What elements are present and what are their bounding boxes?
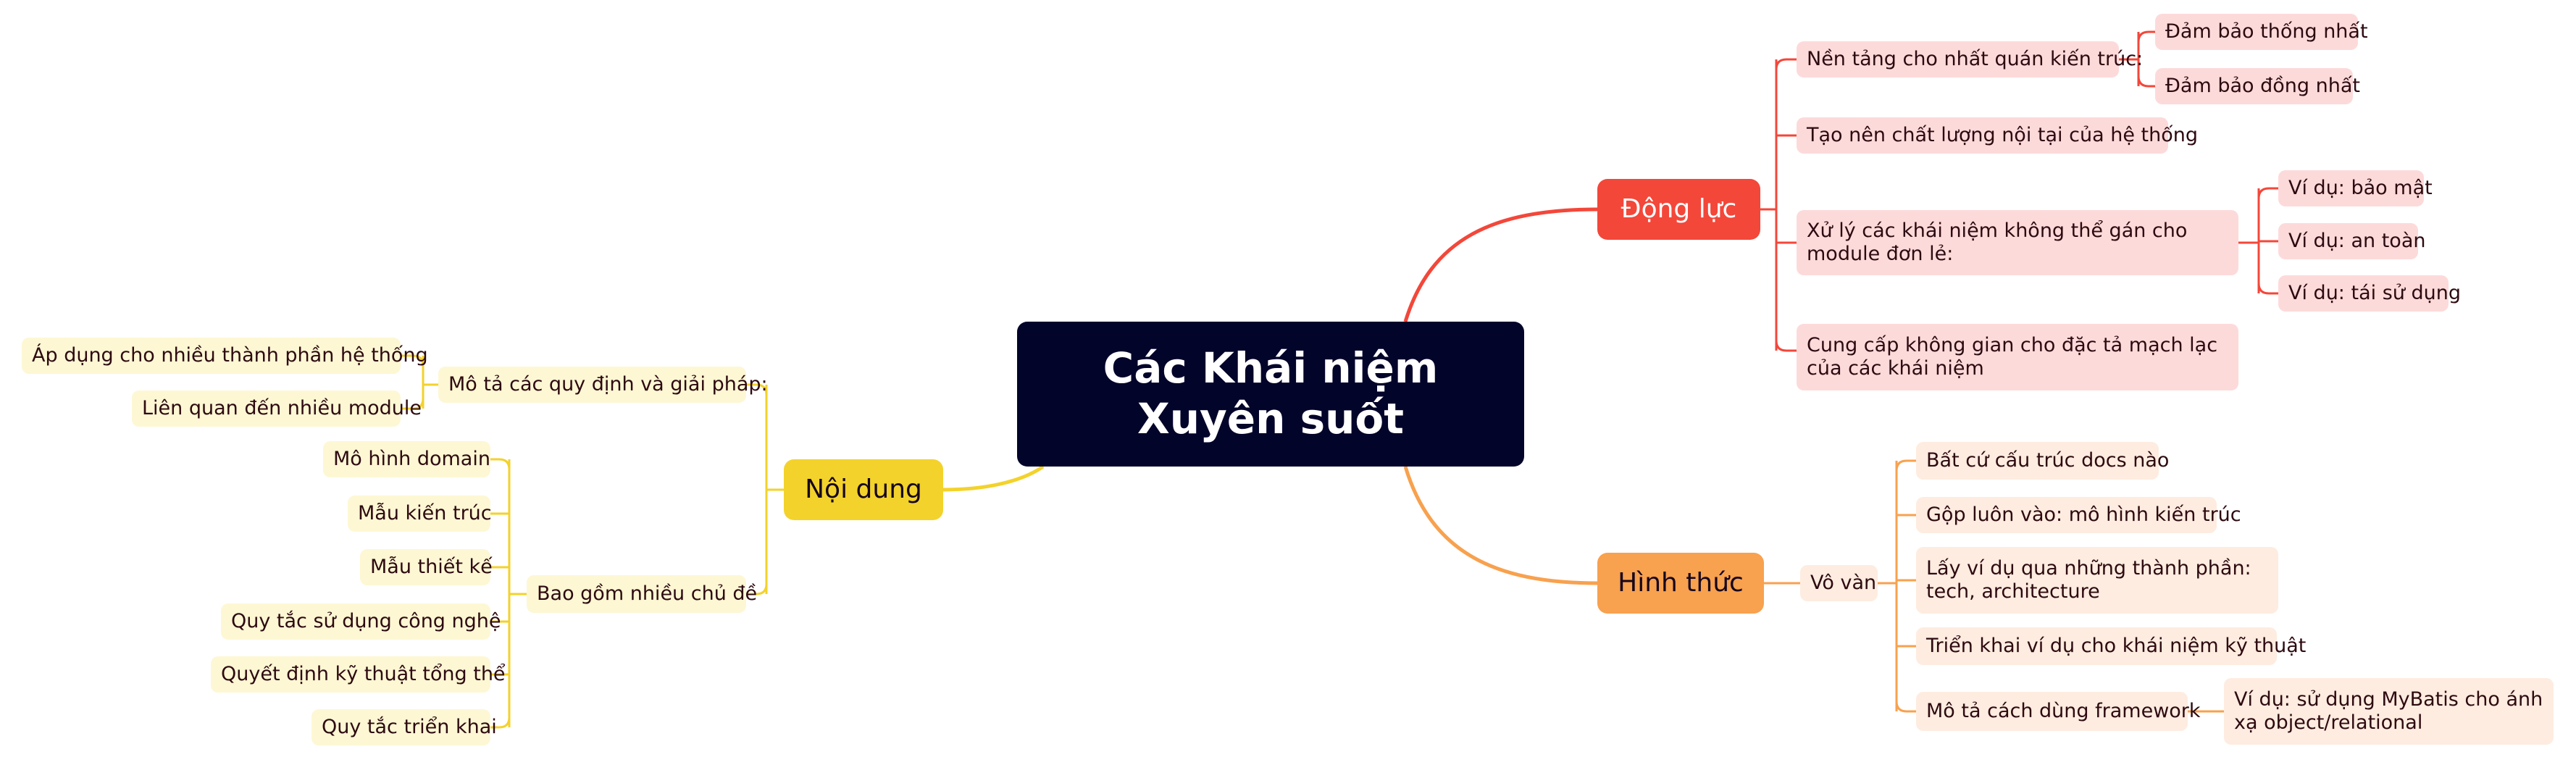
- topic-ap-dung[interactable]: Áp dụng cho nhiều thành phần hệ thống: [22, 338, 428, 374]
- link-central-content: [942, 464, 1045, 492]
- topic-vi-du-tai-su-dung[interactable]: Ví dụ: tái sử dụng: [2278, 275, 2461, 312]
- main-topic-form[interactable]: Hình thức: [1597, 553, 1764, 614]
- topic-framework-example[interactable]: Ví dụ: sử dụng MyBatis cho ánh xạ object…: [2224, 678, 2554, 745]
- main-topic-content[interactable]: Nội dung: [784, 459, 943, 520]
- topic-quy-tac-cong-nghe[interactable]: Quy tắc sử dụng công nghệ: [221, 603, 501, 640]
- topic-form-item-2[interactable]: Gộp luôn vào: mô hình kiến trúc: [1916, 497, 2241, 533]
- topic-lien-quan[interactable]: Liên quan đến nhiều module: [132, 390, 422, 427]
- topic-form-item-1[interactable]: Bất cứ cấu trúc docs nào: [1916, 442, 2169, 480]
- topic-form-item-4[interactable]: Triển khai ví dụ cho khái niệm kỹ thuật: [1916, 627, 2306, 665]
- topic-vo-van[interactable]: Vô vàn: [1800, 565, 1878, 601]
- form-links: [1764, 459, 2224, 713]
- topic-mau-kien-truc[interactable]: Mẫu kiến trúc: [348, 496, 492, 532]
- topic-mo-hinh-domain[interactable]: Mô hình domain: [323, 441, 490, 477]
- topic-vi-du-bao-mat[interactable]: Ví dụ: bảo mật: [2278, 170, 2433, 206]
- topic-chat-luong[interactable]: Tạo nên chất lượng nội tại của hệ thống: [1797, 117, 2198, 154]
- topic-quyet-dinh-ky-thuat[interactable]: Quyết định kỹ thuật tổng thể: [211, 656, 506, 693]
- motivation-links: [1760, 30, 2278, 352]
- topic-dam-bao-dong-nhat[interactable]: Đảm bảo đồng nhất: [2155, 68, 2360, 104]
- link-central-form: [1403, 466, 1598, 585]
- topic-form-item-5[interactable]: Mô tả cách dùng framework: [1916, 692, 2201, 731]
- link-central-motivation: [1403, 207, 1598, 322]
- main-topic-motivation[interactable]: Động lực: [1597, 179, 1760, 240]
- topic-bao-gom[interactable]: Bao gồm nhiều chủ đề: [527, 575, 757, 613]
- topic-mo-ta[interactable]: Mô tả các quy định và giải pháp:: [438, 367, 768, 403]
- central-topic[interactable]: Các Khái niệm Xuyên suốt: [1017, 322, 1524, 467]
- topic-khong-gian[interactable]: Cung cấp không gian cho đặc tả mạch lạc …: [1797, 324, 2238, 390]
- topic-form-item-3[interactable]: Lấy ví dụ qua những thành phần: tech, ar…: [1916, 547, 2278, 614]
- topic-nen-tang[interactable]: Nền tảng cho nhất quán kiến trúc:: [1797, 41, 2143, 78]
- topic-xu-ly[interactable]: Xử lý các khái niệm không thể gán cho mo…: [1797, 210, 2238, 275]
- topic-mau-thiet-ke[interactable]: Mẫu thiết kế: [360, 549, 493, 585]
- topic-dam-bao-thong-nhat[interactable]: Đảm bảo thống nhất: [2155, 14, 2368, 50]
- content-links: [401, 354, 784, 729]
- topic-vi-du-an-toan[interactable]: Ví dụ: an toàn: [2278, 223, 2426, 259]
- topic-quy-tac-trien-khai[interactable]: Quy tắc triển khai: [311, 709, 497, 745]
